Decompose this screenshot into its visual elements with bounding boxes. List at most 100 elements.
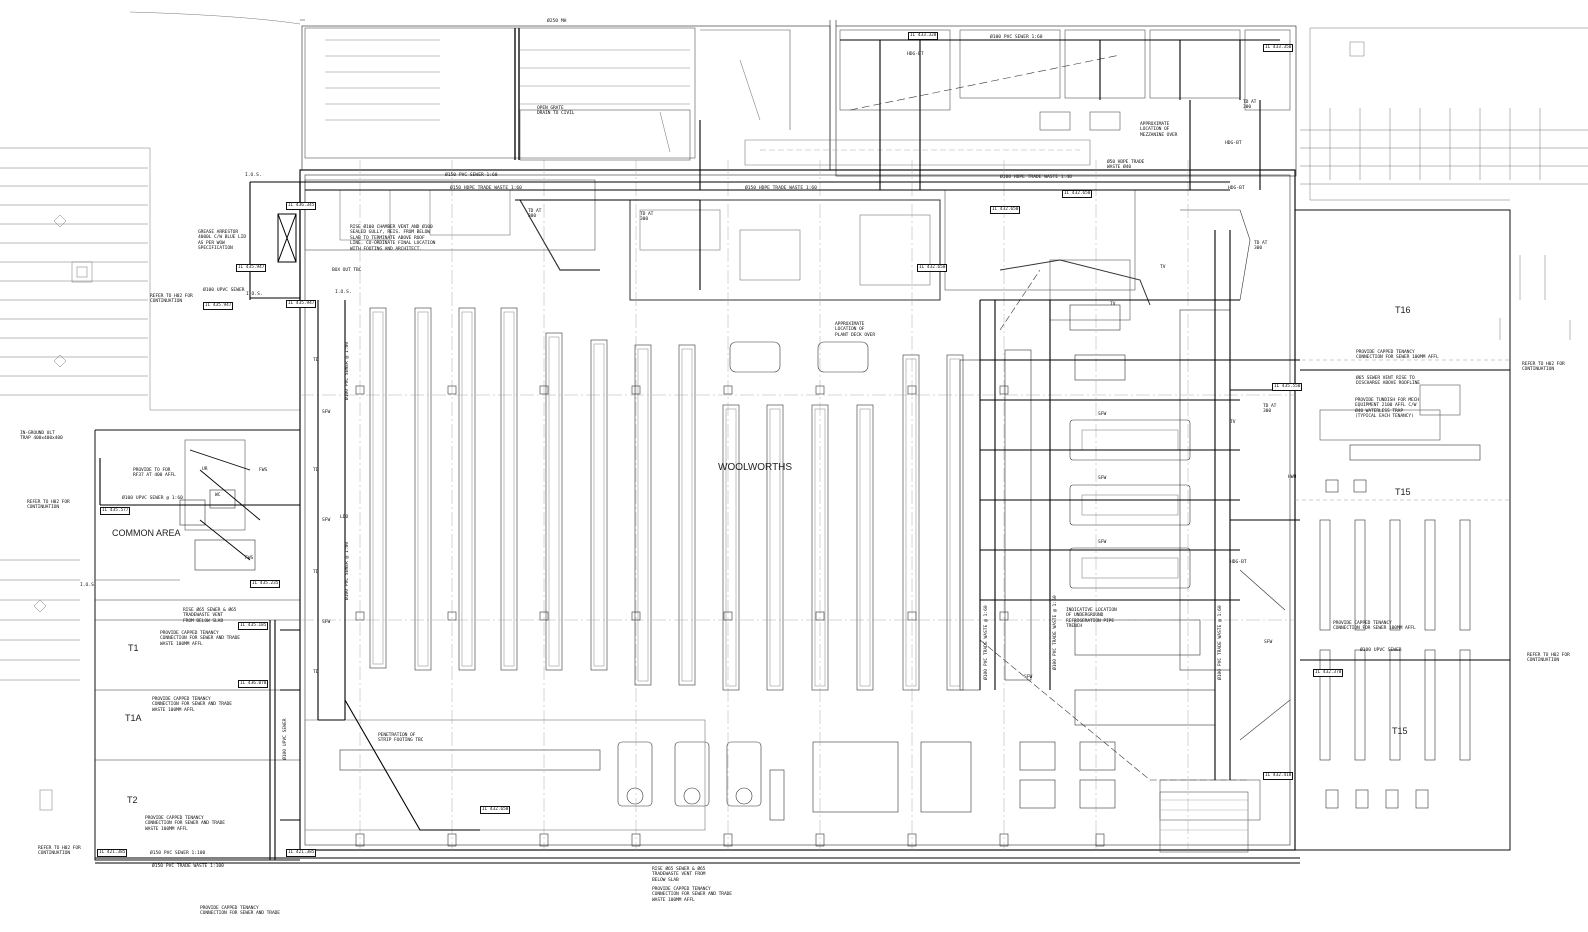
note-capped-t15: PROVIDE CAPPED TENANCY CONNECTION FOR SE… — [1333, 621, 1416, 632]
invert-level-tag: IL 435.947 — [203, 302, 234, 310]
note-rise-sewer-bottom: RISE Ø65 SEWER & Ø65 TRADEWASTE VENT FRO… — [652, 867, 706, 883]
tenancy-t15-t16 — [1295, 359, 1510, 809]
symbol-tv: TV — [1230, 420, 1236, 425]
pipe-label-top-trade-right: Ø100 HDPE TRADE WASTE 1:40 — [1000, 175, 1072, 180]
room-label-t1: T1 — [128, 643, 139, 653]
note-tundish: PROVIDE TUNDISH FOR MECH EQUIPMENT 2100 … — [1355, 398, 1419, 420]
symbol-sfw: SFW — [322, 518, 331, 523]
symbol-sfw: SFW — [322, 410, 331, 415]
note-inground-ult: IN-GROUND ULT TRAP 400x400x400 — [20, 431, 63, 442]
tenancy-pipes — [189, 449, 300, 821]
symbol-ios: I.O.S. — [246, 292, 263, 297]
invert-level-tag: IL 421.385 — [286, 849, 317, 857]
pipe-label-mid-trade: Ø150 HDPE TRADE WASTE 1:60 — [745, 186, 817, 191]
pipe-label-vert-trade-a: Ø100 PVC TRADE WASTE @ 1:60 — [984, 605, 989, 680]
symbol-hdg-bt: HDG-BT — [1230, 560, 1247, 565]
room-label-t1a: T1A — [125, 713, 142, 723]
invert-level-tag: IL 432.650 — [917, 264, 948, 272]
invert-level-tag: IL 435.947 — [286, 300, 317, 308]
note-refer-h02-top: REFER TO H02 FOR CONTINUATION — [150, 294, 193, 305]
symbol-sfw: SFW — [1024, 675, 1033, 680]
symbol-sfw: SFW — [1098, 540, 1107, 545]
symbol-hdg-bt: HDG-BT — [907, 52, 924, 57]
symbol-wc: WC — [215, 493, 221, 498]
symbol-ios: I.O.S. — [245, 173, 262, 178]
pipe-label-vert-sewer-c: Ø100 UPVC SEWER — [283, 718, 288, 761]
symbol-ios: I.O.S. — [335, 290, 352, 295]
invert-level-tag: IL 433.350 — [1263, 44, 1294, 52]
manhole-stamp: Ø250 MH — [547, 19, 567, 24]
checkouts — [304, 719, 1249, 853]
invert-level-tag: IL 432.650 — [1062, 190, 1093, 198]
symbol-td: TD — [313, 468, 319, 473]
grid-columns — [355, 385, 1105, 847]
symbol-tv: TV — [1110, 302, 1116, 307]
invert-level-tag: IL 432.378 — [1313, 669, 1344, 677]
note-provide-tor: PROVIDE TO FOR RF37 AT 400 AFFL — [133, 468, 176, 479]
symbol-td-at-300: TD AT 300 — [640, 212, 654, 223]
symbol-td-at-300: TD AT 300 — [1254, 241, 1268, 252]
symbol-urinal: UR — [202, 467, 208, 472]
symbol-fws: FWS — [259, 468, 268, 473]
note-capped-t1: PROVIDE CAPPED TENANCY CONNECTION FOR SE… — [160, 631, 240, 647]
pipe-label-vert-trade-b: Ø100 PVC TRADE WASTE @ 1:60 — [1053, 595, 1058, 670]
pipe-label-bottom-trade: Ø150 PVC TRADE WASTE 1:100 — [152, 864, 224, 869]
note-refer-h02-right2: REFER TO H02 FOR CONTINUATION — [1527, 653, 1570, 664]
symbol-fws: FWS — [245, 556, 254, 561]
note-penetration: PENETRATION OF STRIP FOOTING TBC — [378, 733, 424, 744]
structural-grid — [300, 160, 1295, 850]
room-label-woolworths: WOOLWORTHS — [718, 462, 793, 473]
symbol-td-at-300: TD AT 300 — [528, 209, 542, 220]
invert-level-tag: IL 435.235 — [250, 580, 281, 588]
note-approx-mezzanine: APPROXIMATE LOCATION OF MEZZANINE OVER — [1140, 122, 1178, 138]
pipe-label-vert-sewer-b: Ø100 PVC SEWER @ 1:60 — [345, 541, 350, 600]
invert-level-tag: IL 436.345 — [286, 202, 317, 210]
pipe-label-common-sewer: Ø100 UPVC SEWER @ 1:60 — [122, 496, 183, 501]
symbol-td-at-300: TD AT 300 — [1263, 404, 1277, 415]
note-indicative-refrig: INDICATIVE LOCATION OF UNDERGROUND REFRI… — [1066, 608, 1117, 630]
symbol-sfw: SFW — [1098, 476, 1107, 481]
invert-level-tag: IL 421.385 — [97, 849, 128, 857]
site-carpark-right — [1300, 27, 1588, 340]
symbol-sfw: SFW — [1098, 412, 1107, 417]
symbol-td: TD — [313, 358, 319, 363]
sewer-trade-waste-pipes — [95, 39, 1510, 864]
pipe-label-left-sewer: Ø100 UPVC SEWER — [203, 288, 245, 293]
symbol-hdg-bt: HDG-BT — [1225, 141, 1242, 146]
pipe-label-top-sewer: Ø150 PVC SEWER 1:60 — [445, 173, 498, 178]
invert-level-tag: IL 435.577 — [100, 507, 131, 515]
symbol-td-at-300: TD AT 300 — [1243, 100, 1257, 111]
symbol-hwu: HWU — [1288, 475, 1297, 480]
note-refer-h02-bottom: REFER TO H02 FOR CONTINUATION — [38, 846, 81, 857]
note-rise-sewer-t1: RISE Ø65 SEWER & Ø65 TRADEWASTE VENT FRO… — [183, 608, 237, 624]
symbol-sfw: SFW — [1264, 640, 1273, 645]
room-label-t16: T16 — [1395, 305, 1411, 315]
symbol-td: TD — [313, 670, 319, 675]
note-capped-t2: PROVIDE CAPPED TENANCY CONNECTION FOR SE… — [145, 816, 225, 832]
back-of-house — [304, 179, 1251, 321]
pipe-label-vert-sewer-a: Ø100 PVC SEWER @ 1:60 — [345, 341, 350, 400]
pipe-label-top-sewer-right: Ø100 PVC SEWER 1:60 — [990, 35, 1043, 40]
note-capped-t1a: PROVIDE CAPPED TENANCY CONNECTION FOR SE… — [152, 697, 232, 713]
invert-level-tag: IL 433.328 — [908, 32, 939, 40]
symbol-sfw: SFW — [322, 620, 331, 625]
note-vent-t16: Ø65 SEWER VENT RISE TO DISCHARGE ABOVE R… — [1356, 376, 1420, 387]
room-label-t15-lower: T15 — [1392, 726, 1408, 736]
note-capped-bottom: PROVIDE CAPPED TENANCY CONNECTION FOR SE… — [652, 887, 732, 903]
refrigeration-cases — [959, 269, 1291, 821]
symbol-ios: I.O.S. — [80, 583, 97, 588]
loading-dock — [301, 25, 831, 171]
pipe-label-top-trade: Ø150 HDPE TRADE WASTE 1:60 — [450, 186, 522, 191]
symbol-ldo: LDO — [340, 515, 349, 520]
note-refer-h02-left: REFER TO H02 FOR CONTINUATION — [27, 500, 70, 511]
note-rise-chamber-vent: RISE Ø100 CHAMBER VENT AND Ø100 SEALED G… — [350, 225, 436, 252]
invert-level-tag: IL 436.078 — [238, 680, 269, 688]
building-envelope — [94, 19, 1511, 861]
invert-level-tag: IL 432.650 — [480, 806, 511, 814]
note-refer-h02-right1: REFER TO H02 FOR CONTINUATION — [1522, 362, 1565, 373]
symbol-td: TD — [313, 570, 319, 575]
invert-level-tag: IL 435.550 — [1272, 383, 1303, 391]
note-open-grate: OPEN GRATE DRAIN TO CIVIL — [537, 106, 575, 117]
note-box-out: BOX OUT TBC — [332, 268, 362, 273]
